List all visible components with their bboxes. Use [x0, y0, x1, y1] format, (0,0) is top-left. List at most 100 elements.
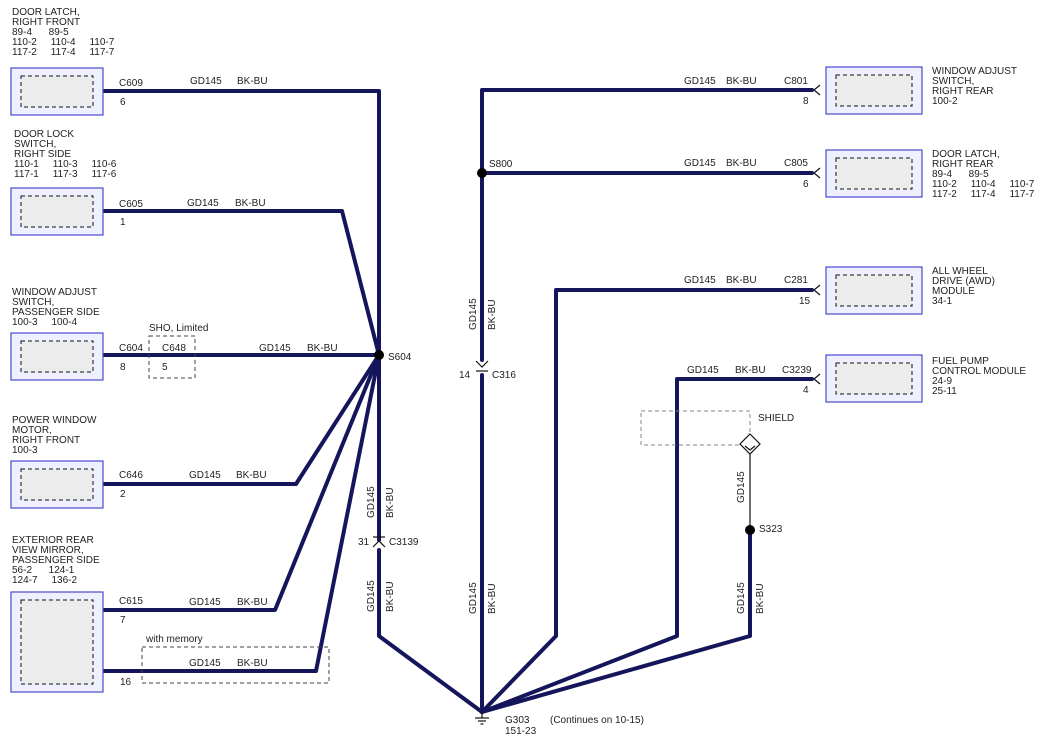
wire-c281 — [480, 288, 814, 714]
connector-c648-name: C648 — [162, 343, 186, 354]
connector-c615b-pin: 16 — [120, 677, 132, 688]
wire-color-label: BK-BU — [236, 470, 267, 481]
wire-circuit-label: GD145 — [366, 486, 377, 518]
wire-circuit-label: GD145 — [684, 76, 716, 87]
power-window-motor-rf-inner — [20, 468, 94, 501]
wire-circuit-label: GD145 — [687, 365, 719, 376]
connector-c615-name: C615 — [119, 596, 143, 607]
wire-color-label: BK-BU — [487, 583, 498, 614]
splice-s604-label: S604 — [388, 352, 412, 363]
splice-s800-label: S800 — [489, 159, 513, 170]
wires — [98, 88, 814, 714]
wire-circuit-label: GD145 — [259, 343, 291, 354]
wire-color-label: BK-BU — [755, 583, 766, 614]
wire-color-label: BK-BU — [385, 581, 396, 612]
label-awd-module: ALL WHEEL DRIVE (AWD) MODULE 34-1 — [932, 266, 998, 307]
wire-c3139-g303 — [377, 548, 484, 714]
connector-c316-name: C316 — [492, 370, 516, 381]
awd-module-inner — [835, 274, 913, 307]
wire-color-label: BK-BU — [237, 597, 268, 608]
connector-c805-name: C805 — [784, 158, 808, 169]
wire-labels-horizontal: GD145 BK-BU GD145 BK-BU GD145 BK-BU GD14… — [187, 76, 766, 669]
connector-c801-pin: 8 — [803, 96, 809, 107]
splice-s323-label: S323 — [759, 524, 783, 535]
door-latch-rf-inner — [20, 75, 94, 108]
wire-circuit-label: GD145 — [468, 582, 479, 614]
connector-c801-name: C801 — [784, 76, 808, 87]
connector-c316-pin: 14 — [459, 370, 471, 381]
label-door-latch-rr: DOOR LATCH, RIGHT REAR 89-4 89-5 110-2 1… — [932, 149, 1037, 200]
connector-c3139-pin: 31 — [358, 537, 370, 548]
ground-g303-label: G303 — [505, 715, 530, 726]
wire-color-label: BK-BU — [307, 343, 338, 354]
label-door-latch-rf: DOOR LATCH, RIGHT FRONT 89-4 89-5 110-2 … — [12, 7, 117, 58]
wire-color-label: BK-BU — [487, 299, 498, 330]
connector-c604-pin: 8 — [120, 362, 126, 373]
shield-diamond-icon — [739, 433, 761, 455]
connector-c3139-name: C3139 — [389, 537, 419, 548]
wire-c3239 — [480, 377, 814, 714]
wire-color-label: BK-BU — [237, 76, 268, 87]
shield-box — [640, 410, 751, 446]
connector-c604-name: C604 — [119, 343, 143, 354]
splice-s323 — [745, 525, 755, 535]
wire-c615-memory — [98, 353, 381, 673]
label-window-switch-rr: WINDOW ADJUST SWITCH, RIGHT REAR 100-2 — [932, 66, 1020, 107]
shield-label: SHIELD — [758, 413, 794, 424]
connector-labels: C609 6 C605 1 C604 8 C648 5 C646 2 C615 … — [119, 76, 812, 688]
connector-c646-pin: 2 — [120, 489, 126, 500]
door-latch-rr-inner — [835, 157, 913, 190]
label-fuel-pump-module: FUEL PUMP CONTROL MODULE 24-9 25-11 — [932, 356, 1029, 397]
connector-c646-name: C646 — [119, 470, 143, 481]
connector-c3239-name: C3239 — [782, 365, 812, 376]
wire-circuit-label: GD145 — [468, 298, 479, 330]
splice-s800 — [477, 168, 487, 178]
shield-ground-icon — [744, 445, 756, 451]
ground-continues-note: (Continues on 10-15) — [550, 715, 644, 726]
connector-c605-name: C605 — [119, 199, 143, 210]
connector-c609-name: C609 — [119, 78, 143, 89]
wire-c801 — [480, 88, 814, 362]
wire-color-label: BK-BU — [237, 658, 268, 669]
option-box-with-memory — [141, 646, 330, 684]
wire-c605 — [98, 209, 381, 357]
window-switch-ps-inner — [20, 340, 94, 373]
mirror-ps-inner — [20, 599, 94, 685]
connector-c281-pin: 15 — [799, 296, 811, 307]
wire-c646 — [98, 353, 381, 486]
connector-arrow-c805 — [813, 167, 821, 179]
option-box-sho-limited — [148, 335, 196, 379]
label-door-lock-switch-rs: DOOR LOCK SWITCH, RIGHT SIDE 110-1 110-3… — [14, 129, 119, 180]
connector-c605-pin: 1 — [120, 217, 126, 228]
wire-circuit-label: GD145 — [189, 470, 221, 481]
fuel-pump-module-inner — [835, 362, 913, 395]
connector-arrow-c3239 — [813, 373, 821, 385]
connector-c805-pin: 6 — [803, 179, 809, 190]
connector-c615-pin: 7 — [120, 615, 126, 626]
splice-s604 — [374, 350, 384, 360]
wire-circuit-label: GD145 — [366, 580, 377, 612]
ground-g303-page: 151-23 — [505, 726, 537, 737]
wire-circuit-label: GD145 — [187, 198, 219, 209]
ground-icon — [475, 712, 489, 725]
label-power-window-motor-rf: POWER WINDOW MOTOR, RIGHT FRONT 100-3 — [12, 415, 99, 456]
wire-circuit-label: GD145 — [189, 597, 221, 608]
wire-color-label: BK-BU — [726, 158, 757, 169]
misc-labels: S604 S800 S323 SHO, Limited with memory … — [145, 159, 794, 737]
connector-arrow-c316 — [475, 360, 489, 368]
label-mirror-ps: EXTERIOR REAR VIEW MIRROR, PASSENGER SID… — [12, 535, 102, 586]
label-window-switch-ps: WINDOW ADJUST SWITCH, PASSENGER SIDE 100… — [12, 287, 102, 328]
component-boxes — [10, 66, 923, 693]
wire-color-label: BK-BU — [726, 275, 757, 286]
wire-circuit-label: GD145 — [736, 582, 747, 614]
door-lock-switch-rs-inner — [20, 195, 94, 228]
wire-c615 — [98, 353, 381, 612]
connector-c609-pin: 6 — [120, 97, 126, 108]
component-labels: DOOR LATCH, RIGHT FRONT 89-4 89-5 110-2 … — [12, 7, 1037, 586]
wire-color-label: BK-BU — [735, 365, 766, 376]
option-sho-limited-label: SHO, Limited — [149, 323, 208, 334]
wire-s323-g303 — [480, 528, 752, 714]
wire-circuit-label: GD145 — [736, 471, 747, 503]
wire-c609 — [98, 89, 381, 357]
